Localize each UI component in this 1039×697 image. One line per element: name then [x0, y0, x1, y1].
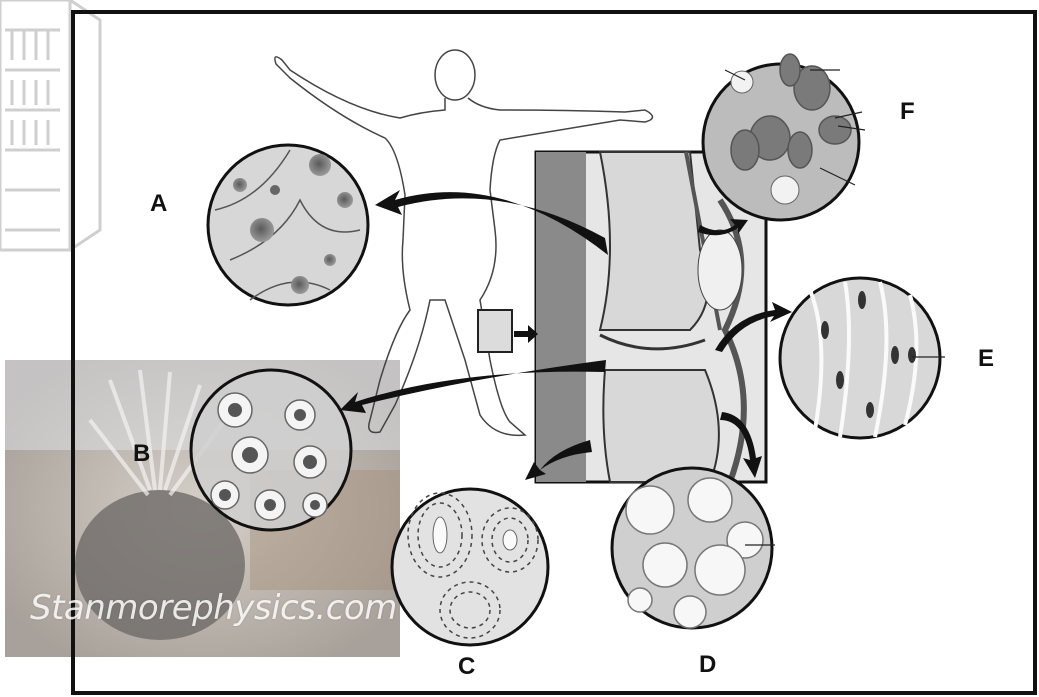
label-c: C	[458, 653, 475, 681]
label-a: A	[150, 190, 167, 218]
tissue-circle-f	[703, 54, 865, 220]
tissue-circle-e	[780, 278, 945, 438]
tissue-circle-b	[191, 370, 351, 530]
label-f: F	[900, 98, 915, 126]
label-d: D	[699, 651, 716, 679]
building-logo-icon	[0, 0, 100, 250]
tissue-circle-a	[208, 145, 368, 305]
label-e: E	[978, 345, 994, 373]
watermark-text: Stanmorephysics.com	[30, 588, 397, 628]
tissue-circle-d	[612, 468, 775, 628]
label-b: B	[133, 440, 150, 468]
tissue-circle-c	[392, 489, 548, 645]
